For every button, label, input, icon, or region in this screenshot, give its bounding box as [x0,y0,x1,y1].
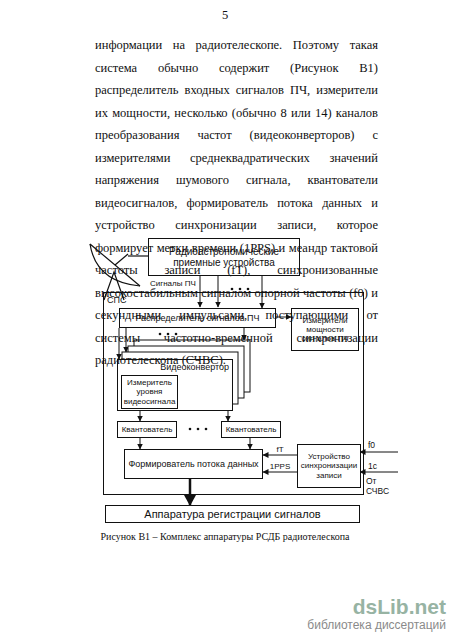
body-paragraph: информации на радиотелескопе. Поэтому та… [95,34,378,372]
signal-label: 1с [368,461,388,471]
antenna-cable [128,255,148,256]
dot [197,428,200,431]
ref-frequency-wire [360,452,398,453]
edge-label: 1PPS [269,463,291,471]
signal-label: f0 [368,440,388,450]
block-label: Аппаратура регистрации сигналов [144,508,320,521]
figure-caption: Рисунок В1 – Комплекс аппаратуры РСДБ ра… [60,531,390,542]
signal-arrow [263,472,297,473]
signal-arrow [189,479,192,505]
signal-arrow [140,438,141,449]
block-box: Формирователь потока данных [124,449,263,479]
second-pulse-wire [360,472,398,473]
block-label: Измеритель уровня видеосигнала [122,378,177,406]
block-box: Устройство синхронизации записи [297,444,361,488]
block-label: Квантователь [226,425,277,434]
signal-arrow [250,438,251,449]
block-box: Аппаратура регистрации сигналов [105,505,360,523]
dot [205,428,208,431]
block-label: Формирователь потока данных [128,459,258,469]
block-box: Измеритель уровня видеосигнала [121,375,178,409]
signal-label: Сигналы ПЧ [150,279,198,289]
block-box: Квантователь [117,421,177,438]
edge-label: fТ [275,446,284,454]
external-sync-wires [360,452,398,472]
watermark: dsLib.net [322,594,446,619]
dot [189,428,192,431]
signal-arrow [228,411,229,421]
block-box: СПСРаспределитель сигналов ПЧИзмерители … [103,292,364,495]
signal-arrow [140,411,141,421]
block-label: Квантователь [122,425,173,434]
block-box: Квантователь [221,421,281,438]
block-label: Устройство синхронизации записи [298,452,360,480]
watermark: библиотека диссертаций [300,618,446,632]
signal-arrow [263,455,297,456]
signal-label: От СЧВС [366,476,400,496]
page-number: 5 [218,4,232,27]
